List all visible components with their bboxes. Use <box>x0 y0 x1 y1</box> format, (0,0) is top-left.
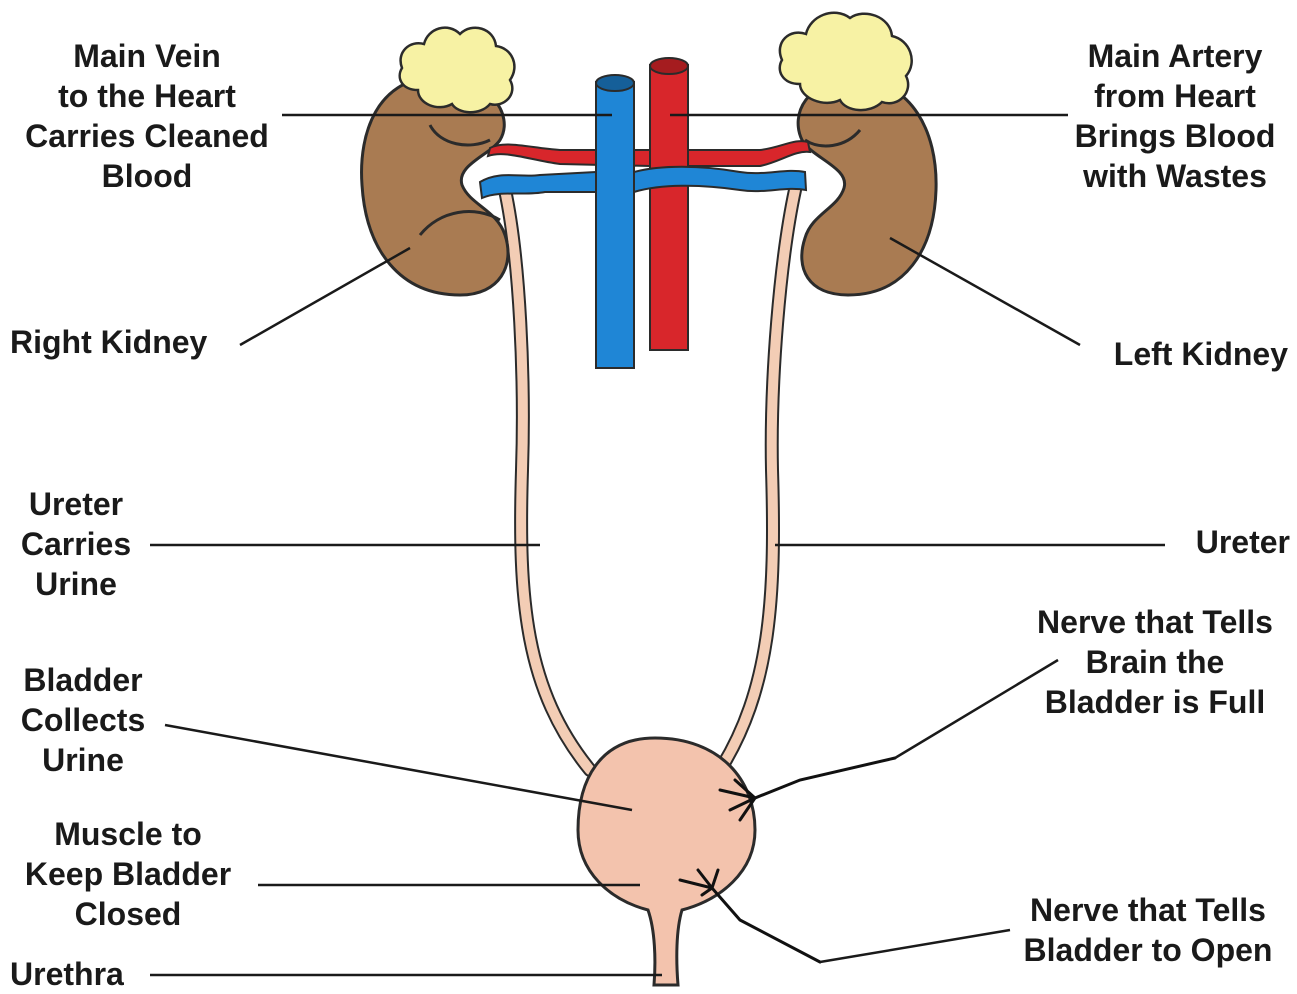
leader-left-kidney <box>890 238 1080 345</box>
label-muscle-line3: Closed <box>6 894 250 934</box>
label-bladder-line2: Collects <box>8 700 158 740</box>
label-nerve-full-line2: Brain the <box>1018 642 1292 682</box>
label-nerve-open-line2: Bladder to Open <box>1004 930 1292 970</box>
label-main-vein-line2: to the Heart <box>8 76 286 116</box>
label-ureter-right-text: Ureter <box>1168 522 1290 562</box>
label-nerve-open: Nerve that Tells Bladder to Open <box>1004 890 1292 970</box>
label-bladder: Bladder Collects Urine <box>8 660 158 780</box>
label-main-vein: Main Vein to the Heart Carries Cleaned B… <box>8 36 286 196</box>
label-nerve-full-line3: Bladder is Full <box>1018 682 1292 722</box>
label-ureter-line2: Carries <box>6 524 146 564</box>
label-main-vein-line3: Carries Cleaned <box>8 116 286 156</box>
label-nerve-open-line1: Nerve that Tells <box>1004 890 1292 930</box>
label-urethra: Urethra <box>10 954 124 994</box>
label-right-kidney-text: Right Kidney <box>10 322 207 362</box>
label-ureter-line1: Ureter <box>6 484 146 524</box>
label-nerve-full: Nerve that Tells Brain the Bladder is Fu… <box>1018 602 1292 722</box>
left-adrenal-gland <box>780 13 912 110</box>
label-ureter-line3: Urine <box>6 564 146 604</box>
label-main-artery-line2: from Heart <box>1058 76 1292 116</box>
leader-right-kidney <box>240 248 410 345</box>
main-artery-aorta <box>650 65 688 350</box>
label-left-kidney-text: Left Kidney <box>1088 334 1288 374</box>
label-main-artery-line3: Brings Blood <box>1058 116 1292 156</box>
label-ureter-right-side: Ureter <box>1168 522 1290 562</box>
label-main-artery-line1: Main Artery <box>1058 36 1292 76</box>
label-muscle-line1: Muscle to <box>6 814 250 854</box>
label-bladder-line3: Urine <box>8 740 158 780</box>
label-main-vein-line4: Blood <box>8 156 286 196</box>
label-muscle-line2: Keep Bladder <box>6 854 250 894</box>
renal-veins <box>480 167 806 198</box>
bladder-shape <box>578 738 755 985</box>
label-main-artery-line4: with Wastes <box>1058 156 1292 196</box>
leader-nerve-open <box>820 930 1010 962</box>
label-main-artery: Main Artery from Heart Brings Blood with… <box>1058 36 1292 196</box>
label-main-vein-line1: Main Vein <box>8 36 286 76</box>
label-left-kidney: Left Kidney <box>1088 334 1288 374</box>
label-nerve-full-line1: Nerve that Tells <box>1018 602 1292 642</box>
main-vein-vena-cava <box>596 82 634 368</box>
label-muscle: Muscle to Keep Bladder Closed <box>6 814 250 934</box>
label-ureter-left-side: Ureter Carries Urine <box>6 484 146 604</box>
label-right-kidney: Right Kidney <box>10 322 207 362</box>
label-urethra-text: Urethra <box>10 954 124 994</box>
left-kidney-shape <box>798 80 936 295</box>
label-bladder-line1: Bladder <box>8 660 158 700</box>
